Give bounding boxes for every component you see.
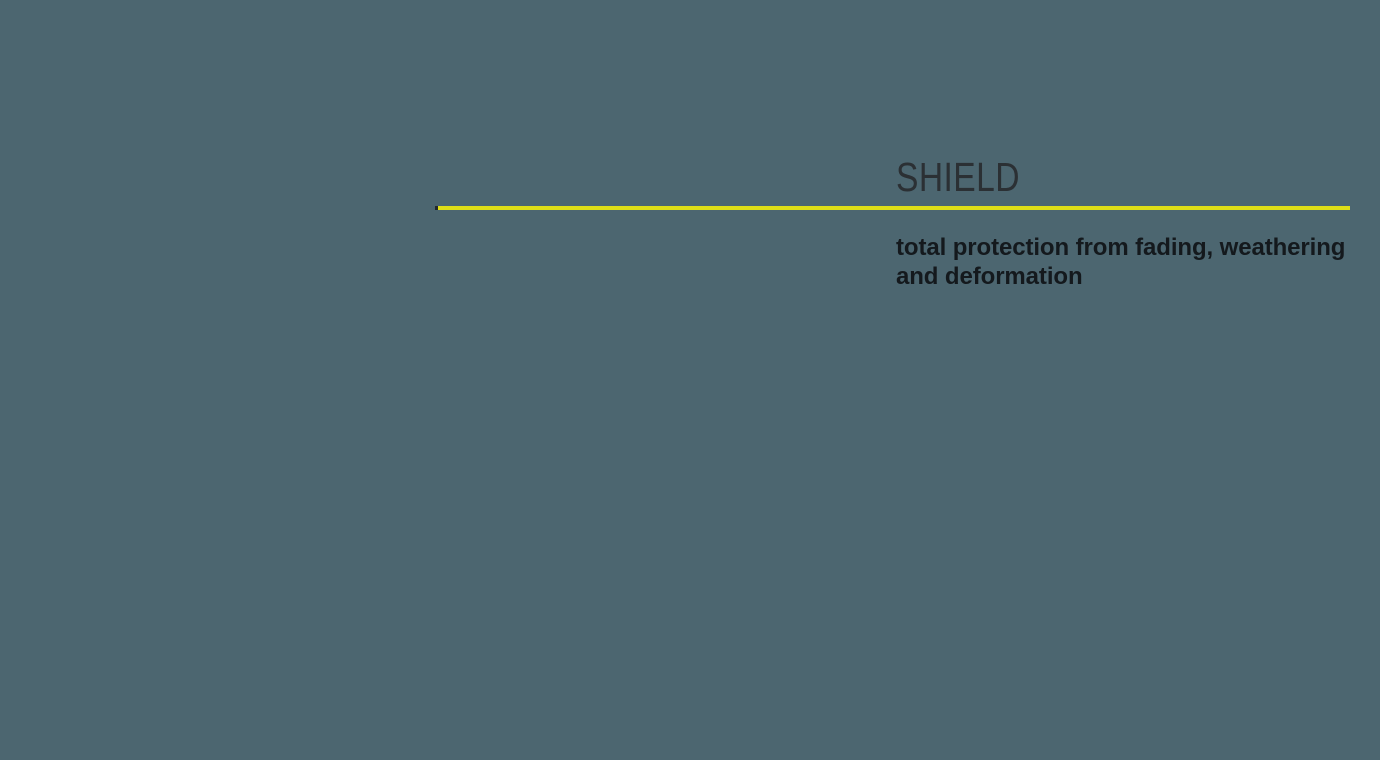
page-title: SHIELD (896, 154, 1020, 200)
accent-divider (435, 206, 1350, 210)
title-block: SHIELD (896, 155, 1356, 199)
accent-divider-line (435, 206, 1350, 210)
subtitle-text: total protection from fading, weathering… (896, 234, 1346, 290)
accent-divider-cap (435, 206, 438, 210)
